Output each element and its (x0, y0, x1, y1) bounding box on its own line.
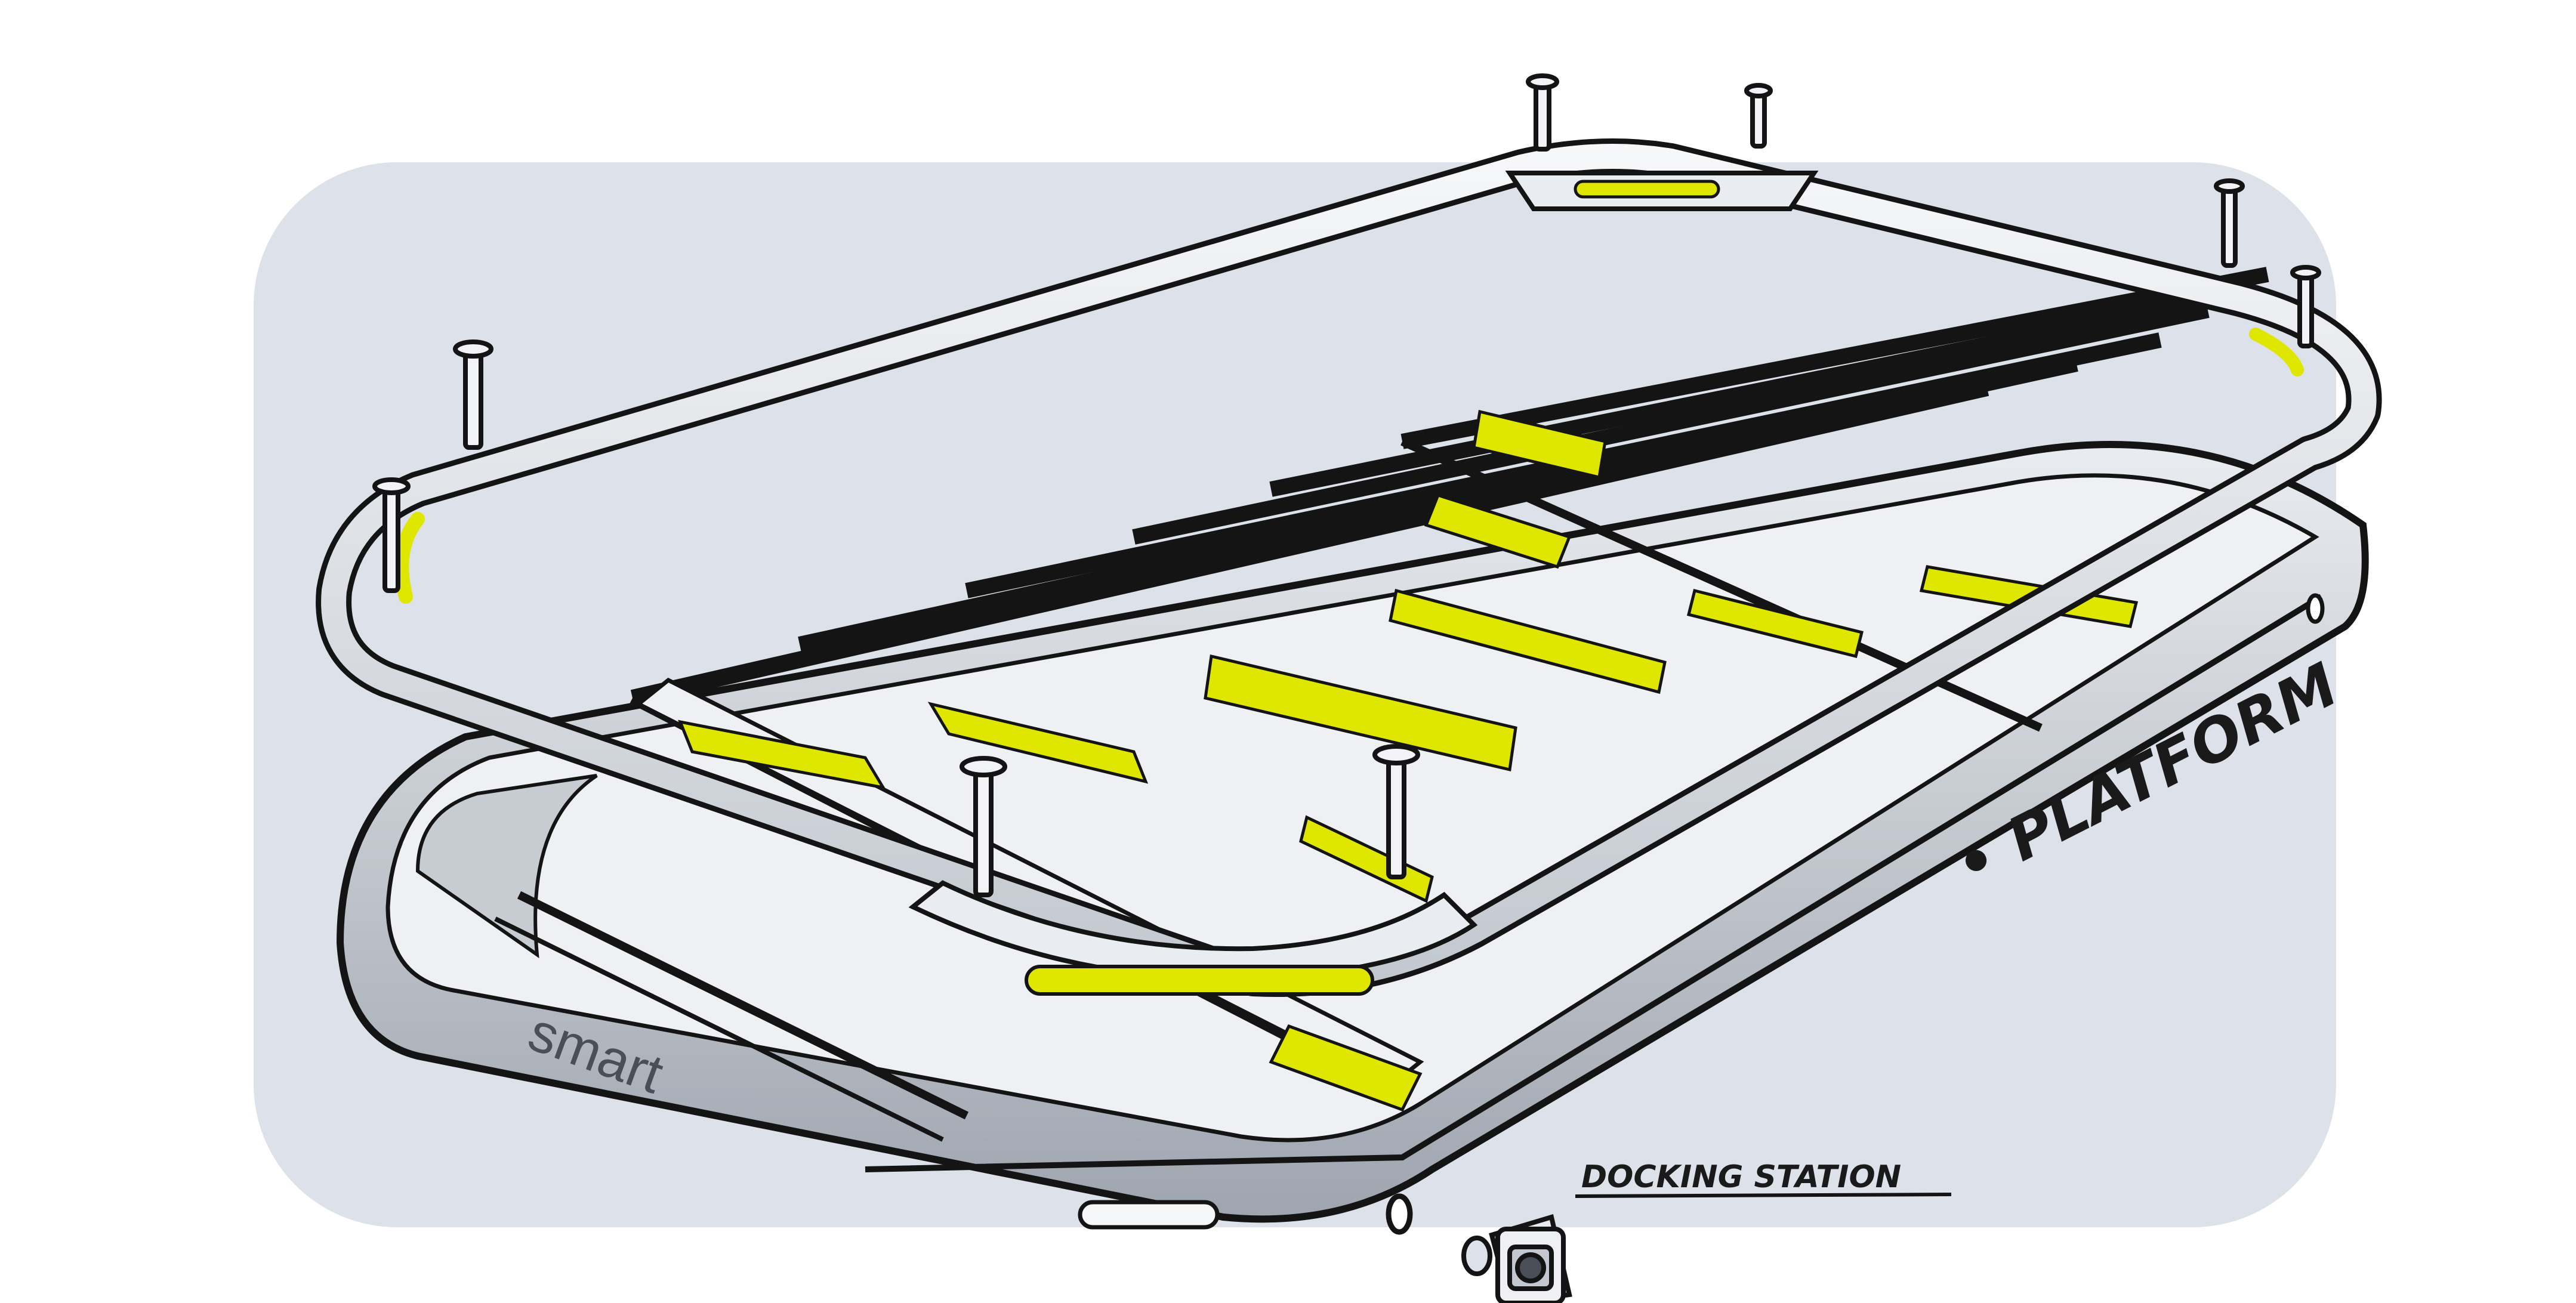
frame-light-strip (1025, 965, 1374, 996)
action-camera-icon (1461, 1214, 1572, 1303)
frame-light-strip (1574, 180, 1720, 199)
upper-frame (316, 138, 2382, 997)
base-bolt-hole (2306, 593, 2325, 624)
base-bolt-hole (1386, 1193, 1413, 1235)
bolt-icon (372, 73, 2321, 897)
base-handle-slot (1078, 1200, 1220, 1230)
docking-station-underline (1575, 1193, 1952, 1198)
docking-station-label: DOCKING STATION (1581, 1159, 1901, 1195)
